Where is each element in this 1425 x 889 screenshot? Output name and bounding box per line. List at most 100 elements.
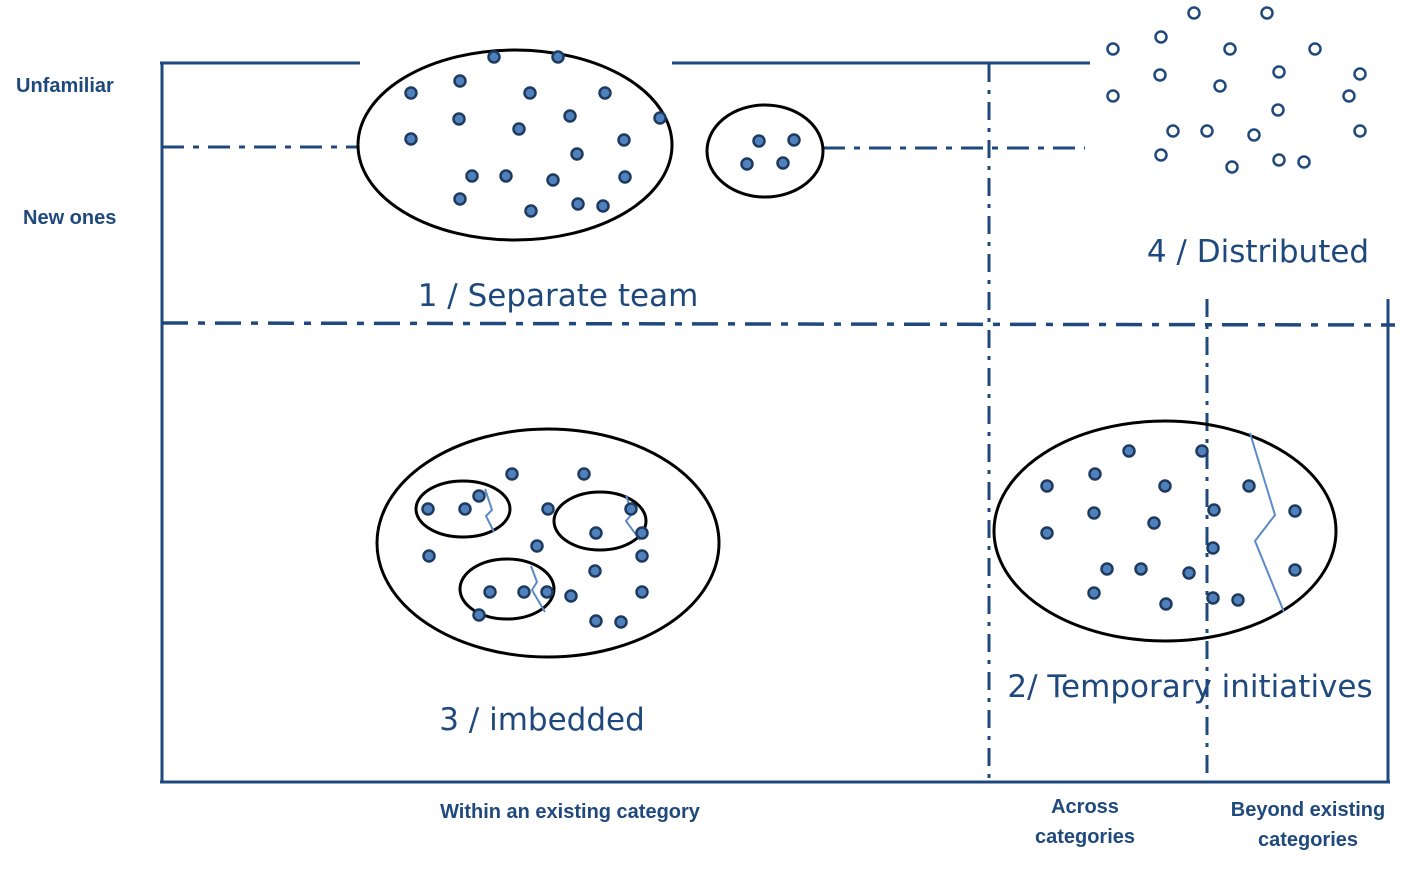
quadrant-label-separate-team: 1 / Separate team (418, 278, 699, 314)
member-dot (563, 109, 577, 123)
distributed-member-dot (1154, 148, 1168, 162)
distributed-member-dot (1153, 68, 1167, 82)
member-dot (483, 585, 497, 599)
member-dot (653, 111, 667, 125)
member-dot (1207, 503, 1221, 517)
member-dot (1134, 562, 1148, 576)
separate-team-small-ellipse (705, 103, 825, 199)
distributed-member-dot (1297, 155, 1311, 169)
member-dot (589, 526, 603, 540)
member-dot (571, 197, 585, 211)
member-dot (1040, 479, 1054, 493)
member-dot (1040, 526, 1054, 540)
member-dot (517, 585, 531, 599)
member-dot (505, 467, 519, 481)
x-label-beyond-1: Beyond existing (1231, 799, 1385, 821)
distributed-member-dot (1225, 160, 1239, 174)
members-dots (404, 6, 1367, 629)
group-ellipses (356, 48, 1338, 659)
member-dot (589, 614, 603, 628)
member-dot (530, 539, 544, 553)
distributed-member-dot (1260, 6, 1274, 20)
x-label-across-2: categories (1035, 826, 1135, 848)
member-dot (453, 192, 467, 206)
x-label-beyond-2: categories (1258, 829, 1358, 851)
member-dot (465, 169, 479, 183)
member-dot (1158, 479, 1172, 493)
member-dot (570, 147, 584, 161)
member-dot (598, 86, 612, 100)
temporary-initiatives-ellipse (992, 419, 1338, 643)
imbedded-subteam-ellipse-2 (552, 490, 648, 552)
distributed-member-dot (1271, 103, 1285, 117)
member-dot (472, 489, 486, 503)
member-dot (541, 502, 555, 516)
distributed-member-dot (1166, 124, 1180, 138)
distributed-member-dot (1213, 79, 1227, 93)
member-dot (635, 526, 649, 540)
member-dot (596, 199, 610, 213)
crack-line (530, 565, 546, 613)
member-dot (1206, 591, 1220, 605)
member-dot (624, 502, 638, 516)
member-dot (564, 589, 578, 603)
distributed-member-dot (1247, 128, 1261, 142)
y-label-unfamiliar: Unfamiliar (16, 75, 114, 97)
quadrant-label-temporary-initiatives: 2/ Temporary initiatives (1007, 669, 1372, 705)
member-dot (546, 173, 560, 187)
distributed-member-dot (1223, 42, 1237, 56)
member-dot (617, 133, 631, 147)
member-dot (787, 133, 801, 147)
member-dot (422, 549, 436, 563)
distributed-member-dot (1154, 30, 1168, 44)
member-dot (540, 585, 554, 599)
member-dot (1288, 563, 1302, 577)
member-dot (1195, 444, 1209, 458)
member-dot (1122, 444, 1136, 458)
member-dot (421, 502, 435, 516)
member-dot (1147, 516, 1161, 530)
distributed-member-dot (1342, 89, 1356, 103)
member-dot (1087, 586, 1101, 600)
member-dot (588, 564, 602, 578)
x-label-across-1: Across (1051, 796, 1119, 818)
member-dot (458, 502, 472, 516)
imbedded-ellipse (375, 427, 721, 659)
member-dot (551, 50, 565, 64)
distributed-member-dot (1187, 6, 1201, 20)
member-dot (1088, 467, 1102, 481)
member-dot (618, 170, 632, 184)
member-dot (1288, 504, 1302, 518)
quadrant-label-imbedded: 3 / imbedded (439, 702, 645, 738)
member-dot (499, 169, 513, 183)
member-dot (1100, 562, 1114, 576)
crack-line (1249, 432, 1285, 613)
member-dot (452, 112, 466, 126)
member-dot (472, 608, 486, 622)
crack-lines (484, 432, 1285, 613)
distributed-member-dot (1353, 124, 1367, 138)
frame-lines (160, 61, 1396, 784)
distributed-member-dot (1200, 124, 1214, 138)
member-dot (487, 50, 501, 64)
member-dot (404, 132, 418, 146)
separate-team-ellipse (356, 48, 674, 242)
distributed-member-dot (1106, 42, 1120, 56)
member-dot (1231, 593, 1245, 607)
member-dot (740, 157, 754, 171)
distributed-member-dot (1353, 67, 1367, 81)
distributed-member-dot (1308, 42, 1322, 56)
member-dot (1182, 566, 1196, 580)
member-dot (1206, 541, 1220, 555)
dashdot-line-middle (161, 321, 1396, 327)
imbedded-subteam-ellipse-3 (458, 557, 556, 621)
member-dot (635, 549, 649, 563)
member-dot (577, 467, 591, 481)
member-dot (1087, 506, 1101, 520)
member-dot (1159, 597, 1173, 611)
member-dot (404, 86, 418, 100)
member-dot (512, 122, 526, 136)
member-dot (1242, 479, 1256, 493)
x-label-within: Within an existing category (440, 801, 701, 823)
